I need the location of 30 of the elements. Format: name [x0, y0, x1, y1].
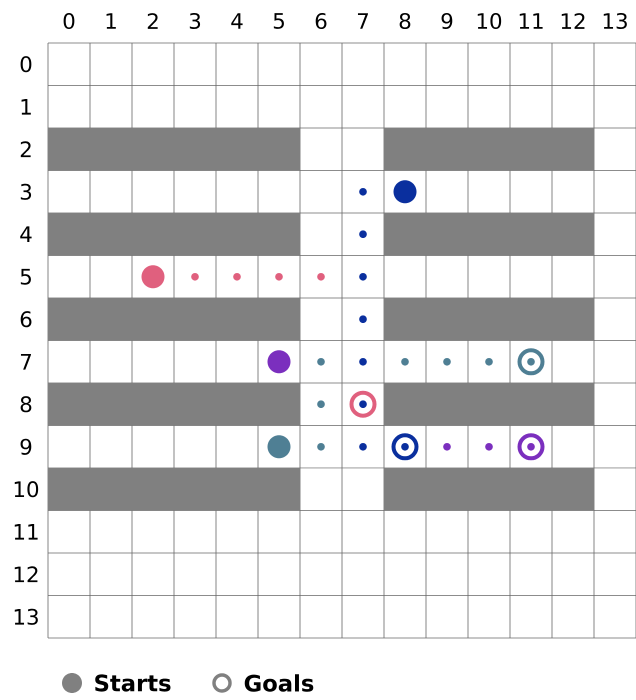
row-number: 8	[20, 396, 32, 412]
row-number: 9	[20, 438, 32, 455]
column-number: 13	[604, 12, 627, 30]
column-number: 12	[562, 13, 584, 29]
row-number: 10	[14, 481, 38, 498]
legend-label: Starts	[95, 674, 170, 692]
row-number: 11	[14, 524, 38, 540]
row-number: 6	[20, 311, 32, 328]
row-number: 1	[22, 99, 31, 115]
row-number: 2	[20, 141, 31, 158]
row-number: 5	[20, 268, 31, 285]
column-number: 11	[520, 13, 543, 29]
row-number: 12	[14, 566, 38, 582]
column-number: 8	[400, 12, 410, 30]
column-number: 3	[190, 12, 200, 30]
column-number: 0	[64, 12, 74, 30]
column-number: 1	[106, 13, 116, 29]
column-number: 9	[442, 12, 452, 30]
row-number: 3	[20, 184, 32, 200]
column-number: 5	[274, 13, 284, 29]
legend-label: Goals	[244, 674, 314, 692]
row-number: 0	[20, 56, 32, 72]
column-number: 7	[358, 13, 368, 29]
row-number: 4	[20, 226, 32, 242]
column-number: 4	[231, 13, 243, 29]
column-number: 10	[478, 12, 502, 30]
column-number: 2	[148, 13, 158, 29]
column-number: 6	[316, 12, 326, 30]
row-number: 7	[20, 354, 31, 370]
row-number: 13	[14, 608, 38, 625]
